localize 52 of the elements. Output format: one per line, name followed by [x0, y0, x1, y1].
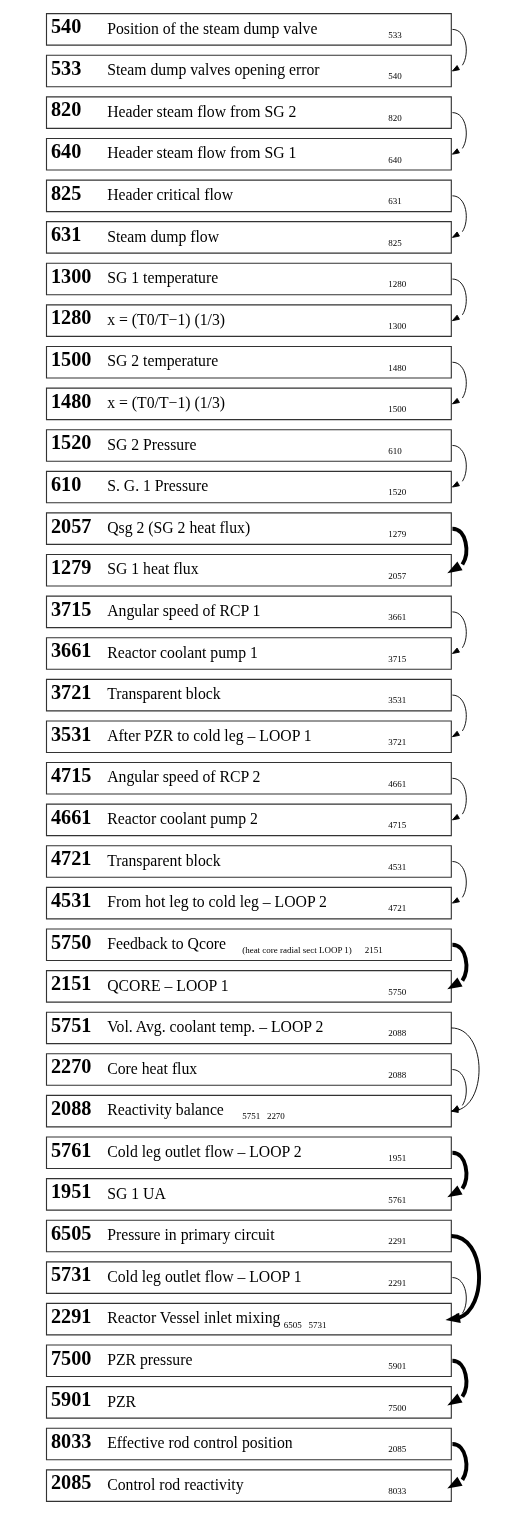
arrow	[445, 1234, 481, 1323]
node-box: 5731 Cold leg outlet flow – LOOP 1 2291	[45, 1261, 452, 1294]
node-box: 6505 Pressure in primary circuit 2291	[45, 1219, 452, 1253]
arrow	[452, 112, 467, 155]
node-box: 1520 SG 2 Pressure 610	[45, 429, 452, 462]
arrow	[447, 1442, 469, 1489]
node-box: 2151 QCORE – LOOP 1 5750	[45, 970, 452, 1003]
node-box: 1500 SG 2 temperature 1480	[45, 345, 452, 379]
arrow	[452, 278, 467, 322]
node-box: 4721 Transparent block 4531	[45, 845, 452, 878]
arrow	[452, 861, 467, 904]
node-box: 610 S. G. 1 Pressure 1520	[45, 470, 452, 504]
arrow	[452, 611, 467, 654]
node-box: 7500 PZR pressure 5901	[45, 1344, 452, 1378]
node-box: 1279 SG 1 heat flux 2057	[45, 553, 452, 587]
node-box: 631 Steam dump flow 825	[45, 221, 452, 254]
node-box: 2291 Reactor Vessel inlet mixing 6505 5731	[45, 1302, 452, 1336]
arrow	[452, 361, 467, 405]
node-box: 2057 Qsg 2 (SG 2 heat flux) 1279	[45, 512, 452, 545]
node-box: 1280 x = (T0/T−1) (1/3) 1300	[45, 304, 452, 337]
node-box: 3721 Transparent block 3531	[45, 678, 452, 712]
node-box: 3661 Reactor coolant pump 1 3715	[45, 637, 452, 670]
node-box: 2270 Core heat flux 2088	[45, 1053, 452, 1086]
node-box: 1480 x = (T0/T−1) (1/3) 1500	[45, 387, 452, 421]
node-box: 820 Header steam flow from SG 2 820	[45, 96, 452, 129]
node-box: 4531 From hot leg to cold leg – LOOP 2 4721	[45, 886, 452, 920]
node-box: 2088 Reactivity balance 5751 2270	[45, 1094, 452, 1128]
node-box: 1300 SG 1 temperature 1280	[45, 262, 452, 296]
arrow	[447, 526, 469, 574]
arrow	[447, 942, 469, 990]
arrow	[452, 777, 467, 821]
node-box: 5761 Cold leg outlet flow – LOOP 2 1951	[45, 1136, 452, 1170]
node-box: 640 Header steam flow from SG 1 640	[45, 137, 452, 171]
node-box: 3715 Angular speed of RCP 1 3661	[45, 595, 452, 629]
arrow	[452, 694, 467, 738]
arrow	[452, 28, 467, 72]
node-box: 533 Steam dump valves opening error 540	[45, 54, 452, 88]
arrow	[447, 1150, 469, 1198]
node-box: 5901 PZR 7500	[45, 1386, 452, 1419]
node-box: 825 Header critical flow 631	[45, 179, 452, 213]
node-box: 4661 Reactor coolant pump 2 4715	[45, 803, 452, 837]
node-box: 4715 Angular speed of RCP 2 4661	[45, 762, 452, 795]
node-box: 5751 Vol. Avg. coolant temp. – LOOP 2 2088	[45, 1011, 452, 1045]
node-box: 540 Position of the steam dump valve 533	[45, 13, 452, 46]
node-box: 5750 Feedback to Qcore (heat core radial sect LOOP 1) 2151	[45, 928, 452, 962]
node-box: 2085 Control rod reactivity 8033	[45, 1469, 452, 1502]
arrow	[452, 445, 467, 488]
arrow	[452, 195, 467, 238]
arrow	[447, 1358, 469, 1406]
node-box: 3531 After PZR to cold leg – LOOP 1 3721	[45, 720, 452, 753]
node-box: 1951 SG 1 UA 5761	[45, 1178, 452, 1211]
node-box: 8033 Effective rod control position 2085	[45, 1427, 452, 1461]
